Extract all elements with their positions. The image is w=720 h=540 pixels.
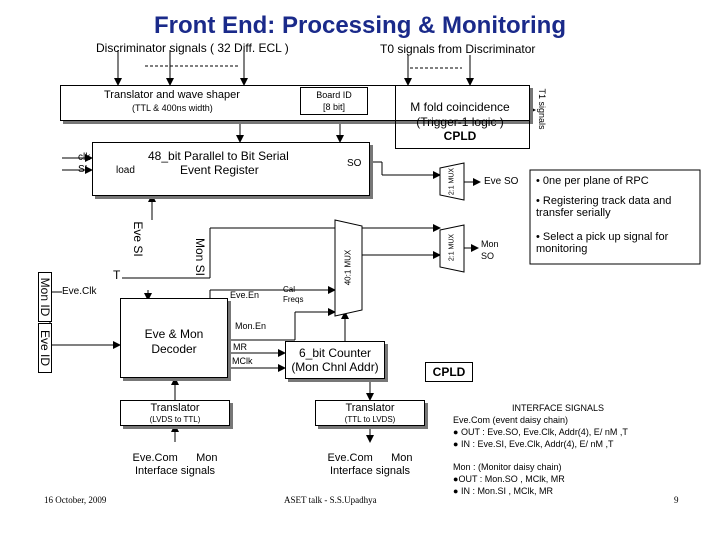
cal-label-line2: Freqs — [283, 295, 304, 304]
cpld-coincidence-line1: M fold coincidence — [410, 100, 510, 114]
signals-left-line2: Interface signals — [134, 465, 216, 477]
shaper-subtitle: (TTL & 400ns width) — [132, 103, 213, 113]
eve-clk-label: Eve.Clk — [62, 286, 97, 297]
decoder-block — [120, 298, 228, 378]
mr-label: MR — [233, 342, 247, 352]
cpld-coincidence-line3: CPLD — [443, 129, 477, 143]
interface-line6: ● IN : Mon.SI , MClk, MR — [453, 486, 553, 496]
interface-line2: ● OUT : Eve.SO, Eve.Clk, Addr(4), E/ nM … — [453, 427, 628, 437]
mux-40-label: 40:1 MUX — [343, 249, 353, 286]
translator-right-line2: (TTL to LVDS) — [344, 415, 396, 424]
signals-left-line1: Eve.Com Mon — [132, 452, 218, 464]
bullet-3: • Select a pick up signal for monitoring — [536, 231, 669, 255]
footer-date: 16 October, 2009 — [44, 495, 107, 505]
eve-so-label: Eve SO — [484, 176, 519, 187]
mon-so-line2: SO — [481, 251, 495, 261]
cpld-coincidence-line2: (Trigger-1 logic ) — [416, 115, 504, 129]
eve-id-label: Eve ID — [38, 329, 52, 366]
eve-id-block — [38, 323, 52, 373]
mon-si-label: Mon SI — [193, 237, 207, 276]
counter-block — [285, 341, 385, 379]
interface-line5: ●OUT : Mon.SO , MClk, MR — [453, 474, 565, 484]
mon-en-label: Mon.En — [235, 321, 267, 331]
parallel-register-block — [92, 142, 370, 196]
mon-so-line1: Mon — [481, 239, 499, 249]
cpld-bottom-label: CPLD — [432, 365, 466, 379]
footer-talk: ASET talk - S.S.Upadhya — [284, 495, 377, 505]
board-id-bits: [8 bit] — [322, 102, 345, 112]
counter-line2: (Mon Chnl Addr) — [291, 360, 379, 374]
interface-line1: Eve.Com (event daisy chain) — [453, 415, 569, 425]
mux-top-label: 2:1 MUX — [448, 167, 456, 196]
register-title: 48_bit Parallel to Bit Serial — [148, 149, 289, 163]
slide-title: Front End: Processing & Monitoring — [154, 12, 566, 39]
load-label: load — [116, 165, 135, 176]
mux-mid-label: 2:1 MUX — [448, 233, 456, 262]
board-id-block — [300, 87, 368, 115]
mclk-label: MClk — [232, 356, 253, 366]
interface-line4: Mon : (Monitor daisy chain) — [453, 462, 562, 472]
board-id-title: Board ID — [316, 90, 352, 100]
interface-line3: ● IN : Eve.SI, Eve.Clk, Addr(4), E/ nM ,… — [453, 439, 614, 449]
bullet-1: • 0ne per plane of RPC — [536, 175, 649, 187]
eve-en-label: Eve.En — [230, 290, 260, 300]
discriminator-signals-label: Discriminator signals ( 32 Diff. ECL ) — [96, 41, 289, 55]
register-subtitle: Event Register — [180, 163, 259, 177]
cal-label-line1: Cal — [283, 285, 296, 294]
clk-label: clk — [78, 152, 91, 163]
decoder-line1: Eve & Mon — [144, 327, 204, 341]
mon-id-block — [38, 272, 52, 322]
footer-page: 9 — [674, 495, 679, 505]
cpld-coincidence-block — [395, 85, 530, 149]
si-label: SI — [78, 164, 88, 175]
translator-left-block — [120, 400, 230, 426]
eve-si-label: Eve SI — [131, 221, 145, 257]
interface-heading: INTERFACE SIGNALS — [512, 403, 605, 413]
translator-left-line1: Translator — [150, 402, 200, 414]
t0-signals-label: T0 signals from Discriminator — [380, 42, 536, 56]
decoder-line2: Decoder — [151, 342, 197, 356]
so-label: SO — [347, 158, 362, 169]
translator-right-block — [315, 400, 425, 426]
translator-shaper-block — [60, 85, 530, 121]
mon-id-label: Mon ID — [38, 277, 52, 317]
signals-right-line2: Interface signals — [329, 465, 411, 477]
shaper-title: Translator and wave shaper — [104, 89, 240, 101]
t-label: T — [113, 268, 121, 282]
signals-right-line1: Eve.Com Mon — [327, 452, 413, 464]
translator-left-line2: (LVDS to TTL) — [149, 415, 201, 424]
counter-line1: 6_bit Counter — [298, 346, 372, 360]
bullet-2: • Registering track data and transfer se… — [536, 195, 672, 219]
t1-signals-label: T1 signals — [537, 88, 547, 130]
cpld-bottom-block — [425, 362, 473, 382]
translator-right-line1: Translator — [345, 402, 395, 414]
